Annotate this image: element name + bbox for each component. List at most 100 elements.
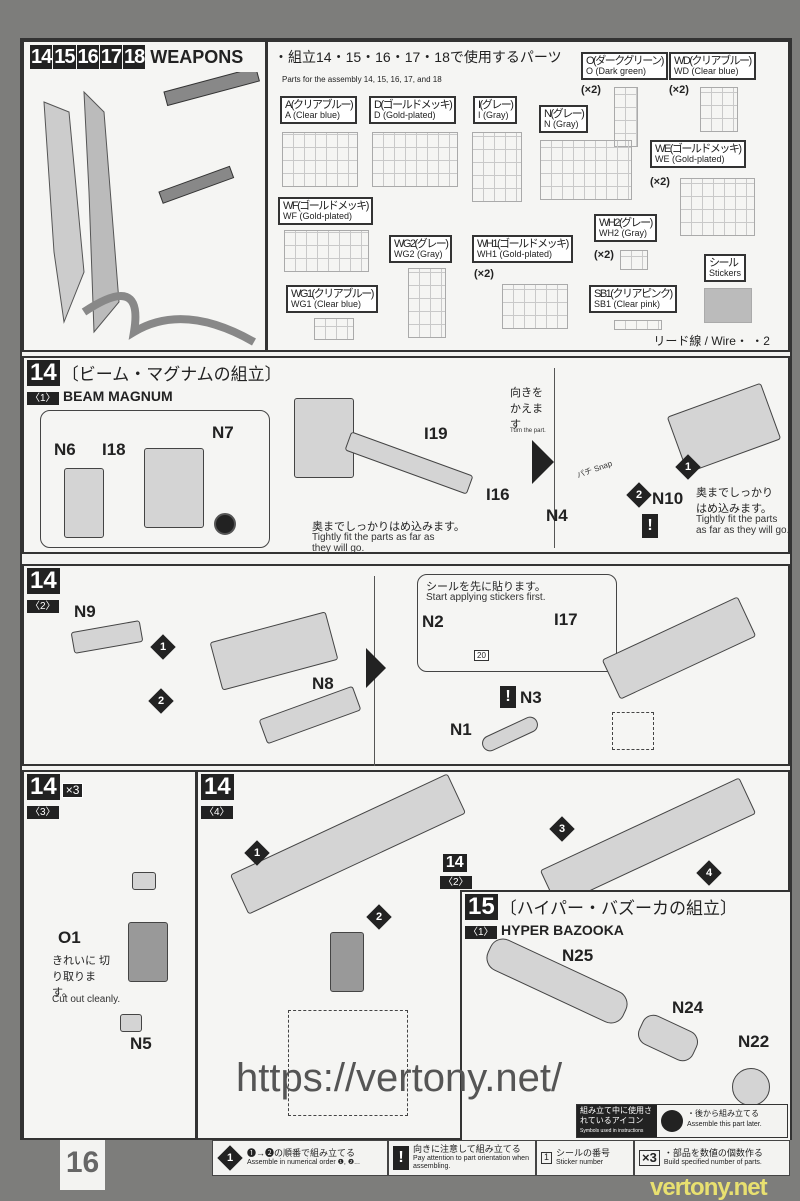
runner-n-image <box>540 140 632 200</box>
part-beam-magnum <box>601 596 757 700</box>
part-label: N22 <box>738 1032 770 1051</box>
legend-jp: 向きに注意して組み立てる <box>413 1144 521 1155</box>
part-o1 <box>128 922 168 982</box>
runner-wg2-image <box>408 268 446 338</box>
runner-wg1-image <box>314 318 354 340</box>
note-en: Start applying stickers first. <box>426 592 546 603</box>
detail-callout <box>40 410 270 548</box>
part-label: N8 <box>312 674 334 693</box>
runner-wh2-image <box>620 250 648 270</box>
note-en: Tightly fit the parts as far as they wil… <box>696 514 790 536</box>
turn-note-en: Turn the part. <box>510 428 546 434</box>
next-arrow-icon <box>366 648 386 688</box>
later-label-jp: ・後から組み立てる <box>687 1109 759 1118</box>
snap-label: パチ Snap <box>575 458 614 481</box>
order-4-icon: 4 <box>696 860 722 886</box>
weapons-step-numbers: 14 15 16 17 18 WEAPONS <box>30 45 243 69</box>
runner-label-we: WE(ゴールドメッキ)WE (Gold-plated) <box>650 140 746 168</box>
step-number: 14 <box>30 45 52 69</box>
note-jp: 奥までしっかりはめ込みます。 <box>312 521 465 533</box>
turn-note-jp: 向きを かえます <box>510 387 543 431</box>
part-label: N6 <box>54 440 76 459</box>
legend-en: Assemble in numerical order ❶, ❷... <box>247 1159 360 1167</box>
runner-o-image <box>614 87 638 147</box>
runner-label-o: O(ダークグリーン)O (Dark green) <box>581 52 668 80</box>
order-2-icon: 2 <box>366 904 392 930</box>
legend-jp: シールの番号 <box>556 1148 611 1159</box>
step-14-1-panel: 14〔ビーム・マグナムの組立〕 〈1〉 BEAM MAGNUM N6 I18 N… <box>22 356 790 554</box>
legend-en: Pay attention to part orientation when a… <box>413 1155 529 1170</box>
order-1-icon: 1 <box>244 840 270 866</box>
step-15-1-panel: 15〔ハイパー・バズーカの組立〕 〈1〉 HYPER BAZOOKA N25 N… <box>460 890 790 1140</box>
runner-a-image <box>282 132 358 187</box>
later-label-en: Assemble this part later. <box>687 1121 762 1129</box>
note-jp: 奥までしっかり はめ込みます。 <box>696 487 773 515</box>
part-label: N24 <box>672 998 704 1017</box>
parts-list-subtitle: Parts for the assembly 14, 15, 16, 17, a… <box>282 75 442 84</box>
part-label: I16 <box>486 485 510 504</box>
page-number: 16 <box>60 1140 105 1190</box>
runner-label-wh2: WH2(グレー)WH2 (Gray) <box>594 214 657 242</box>
step-number: 14 <box>27 774 60 800</box>
note-en: Cut out cleanly. <box>52 994 121 1005</box>
runner-i-image <box>472 132 522 202</box>
order-1-icon: 1 <box>150 634 176 660</box>
part-label: I19 <box>424 424 448 443</box>
runner-label-n: N(グレー)N (Gray) <box>539 105 589 133</box>
part-n7 <box>144 448 204 528</box>
runner-sb1-image <box>614 320 662 330</box>
build-count-badge: ×3 <box>61 783 84 798</box>
part-label: O1 <box>58 928 81 947</box>
part-n8 <box>258 685 362 745</box>
step-number: 16 <box>76 45 99 69</box>
url-watermark: https://vertony.net/ <box>236 1056 563 1100</box>
legend-jp: ❶→❷の順番で組み立てる <box>247 1148 356 1159</box>
step-number: 14 <box>27 360 60 386</box>
part-n22 <box>732 1068 770 1106</box>
order-1-icon: 1 <box>675 454 701 480</box>
runner-count: (×2) <box>581 84 601 96</box>
part-label: N7 <box>212 423 234 442</box>
runner-count: (×2) <box>594 249 614 261</box>
weapons-title: WEAPONS <box>150 47 244 67</box>
legend-jp: ・部品を数値の個数作る <box>663 1148 763 1159</box>
weapons-header-panel: 14 15 16 17 18 WEAPONS <box>22 40 267 352</box>
orientation-warning-icon: ! <box>500 686 516 708</box>
part-label: I17 <box>554 610 578 629</box>
legend-en: Sticker number <box>556 1159 604 1167</box>
sticker-icon: 1 <box>541 1152 553 1164</box>
detail-inset <box>612 712 654 750</box>
runner-count: (×2) <box>474 268 494 280</box>
step-sub: 〈4〉 <box>201 806 233 819</box>
note-en: Tightly fit the parts as far as they wil… <box>312 532 435 554</box>
part-n25 <box>481 933 633 1029</box>
runner-count: (×2) <box>669 84 689 96</box>
wire-note: リード線 / Wire・ ・2 <box>653 334 770 348</box>
weapons-illustration <box>43 72 260 346</box>
step-title-en: BEAM MAGNUM <box>63 388 173 404</box>
part-i19 <box>344 431 474 495</box>
legend-en: Build specified number of parts. <box>663 1159 762 1167</box>
runner-label-wg1: WG1(クリアブルー)WG1 (Clear blue) <box>286 285 378 313</box>
sticker-sheet-image <box>704 288 752 323</box>
runner-label-i: I(グレー)I (Gray) <box>473 96 518 124</box>
runner-label-wf: WF(ゴールドメッキ)WF (Gold-plated) <box>278 197 373 225</box>
step-number: 18 <box>123 45 145 69</box>
sticker-number: 20 <box>474 650 489 661</box>
step-14-2-panel: 14 〈2〉 N9 1 2 N8 シールを先に貼ります。 Start apply… <box>22 564 790 766</box>
symbols-heading-en: Symbols used in instructions <box>580 1128 644 1135</box>
part-frame <box>294 398 354 478</box>
part-n5 <box>120 1014 142 1032</box>
part-label: N2 <box>422 612 444 631</box>
part-n24 <box>634 1010 702 1066</box>
site-watermark: vertony.net <box>650 1174 768 1201</box>
order-2-icon: 2 <box>626 482 652 508</box>
assemble-later-icon <box>661 1110 683 1132</box>
order-3-icon: 3 <box>549 816 575 842</box>
note-jp: シールを先に貼ります。 <box>426 581 546 593</box>
step-sub: 〈2〉 <box>27 600 59 613</box>
step-14-3-panel: 14×3 〈3〉 O1 きれいに 切り取ります。 Cut out cleanly… <box>22 770 197 1140</box>
step-title-jp: 〔ハイパー・バズーカの組立〕 <box>499 899 738 918</box>
